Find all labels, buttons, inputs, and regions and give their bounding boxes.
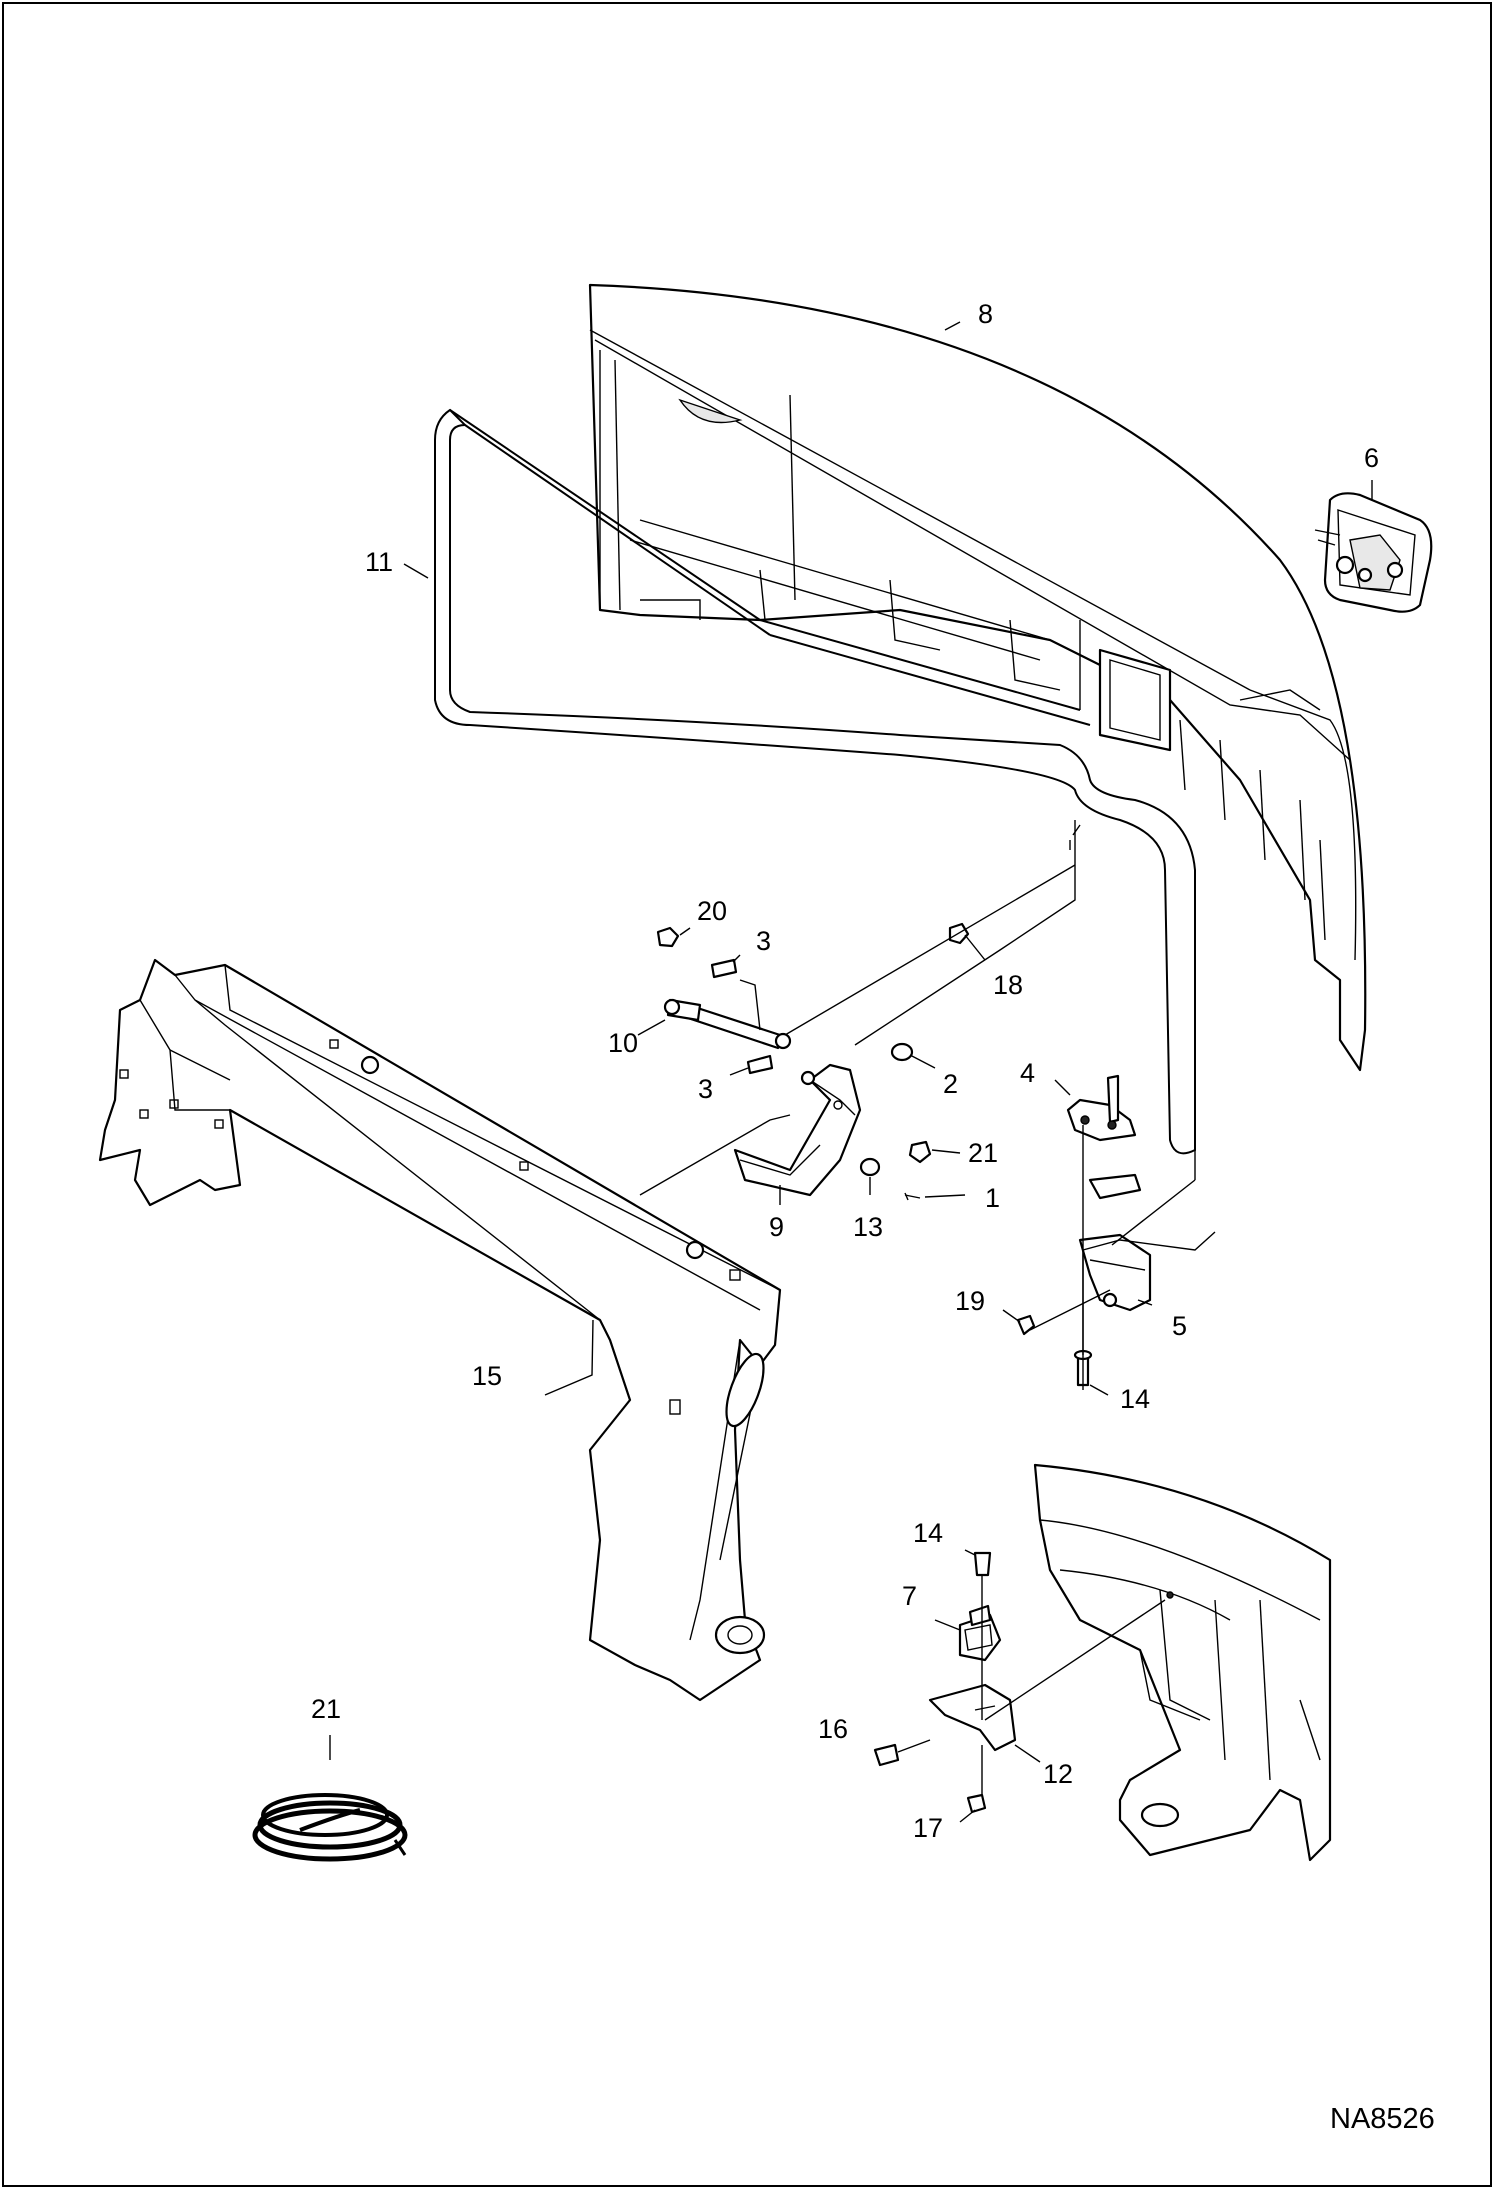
nut-19 xyxy=(1016,1314,1036,1336)
callout-19: 19 xyxy=(955,1286,985,1316)
ball-stud-3a xyxy=(710,958,738,979)
striker xyxy=(958,1551,1002,1662)
hinge-plate xyxy=(1016,1173,1152,1387)
callout-7: 7 xyxy=(902,1581,917,1611)
callout-18: 18 xyxy=(993,970,1023,1000)
callout-21a: 21 xyxy=(968,1138,998,1168)
bolt-16 xyxy=(873,1743,900,1767)
washer-13 xyxy=(859,1157,881,1177)
ball-stud-3b xyxy=(746,1054,774,1075)
callout-16: 16 xyxy=(818,1714,848,1744)
callout-21b: 21 xyxy=(311,1694,341,1724)
callout-6: 6 xyxy=(1364,443,1379,473)
callout-4: 4 xyxy=(1020,1058,1035,1088)
callouts: 8 6 11 20 3 18 10 3 2 4 21 1 9 13 19 5 1… xyxy=(311,299,1435,2135)
washer-2 xyxy=(890,1042,914,1062)
callout-13: 13 xyxy=(853,1212,883,1242)
callout-17: 17 xyxy=(913,1813,943,1843)
nut-17 xyxy=(966,1793,987,1814)
callout-2: 2 xyxy=(943,1069,958,1099)
frame-crossmember xyxy=(98,958,782,1702)
seal-roll xyxy=(252,1793,408,1862)
callout-14a: 14 xyxy=(1120,1384,1150,1414)
hood xyxy=(588,283,1367,1072)
callout-14b: 14 xyxy=(913,1518,943,1548)
nut-20 xyxy=(656,926,680,948)
callout-3b: 3 xyxy=(698,1074,713,1104)
gas-spring xyxy=(663,998,792,1050)
callout-20: 20 xyxy=(697,896,727,926)
chassis-section xyxy=(1033,1463,1332,1862)
striker-bracket xyxy=(873,1683,1017,1814)
seal xyxy=(434,408,1196,1155)
callout-15: 15 xyxy=(472,1361,502,1391)
bracket xyxy=(733,1063,862,1197)
callout-10: 10 xyxy=(608,1028,638,1058)
callout-9: 9 xyxy=(769,1212,784,1242)
nut-21 xyxy=(908,1140,932,1164)
figure-id: NA8526 xyxy=(1330,2103,1435,2135)
callout-8: 8 xyxy=(978,299,993,329)
hardware xyxy=(656,922,970,1201)
latch xyxy=(1314,492,1433,613)
callout-11: 11 xyxy=(365,547,393,577)
hinge xyxy=(1066,1074,1137,1142)
leader-lines xyxy=(329,321,1373,1823)
callout-12: 12 xyxy=(1043,1759,1073,1789)
callout-3a: 3 xyxy=(756,926,771,956)
bolt-14b xyxy=(973,1551,992,1577)
pin-1 xyxy=(904,1194,921,1199)
callout-5: 5 xyxy=(1172,1311,1187,1341)
callout-1: 1 xyxy=(985,1183,1000,1213)
